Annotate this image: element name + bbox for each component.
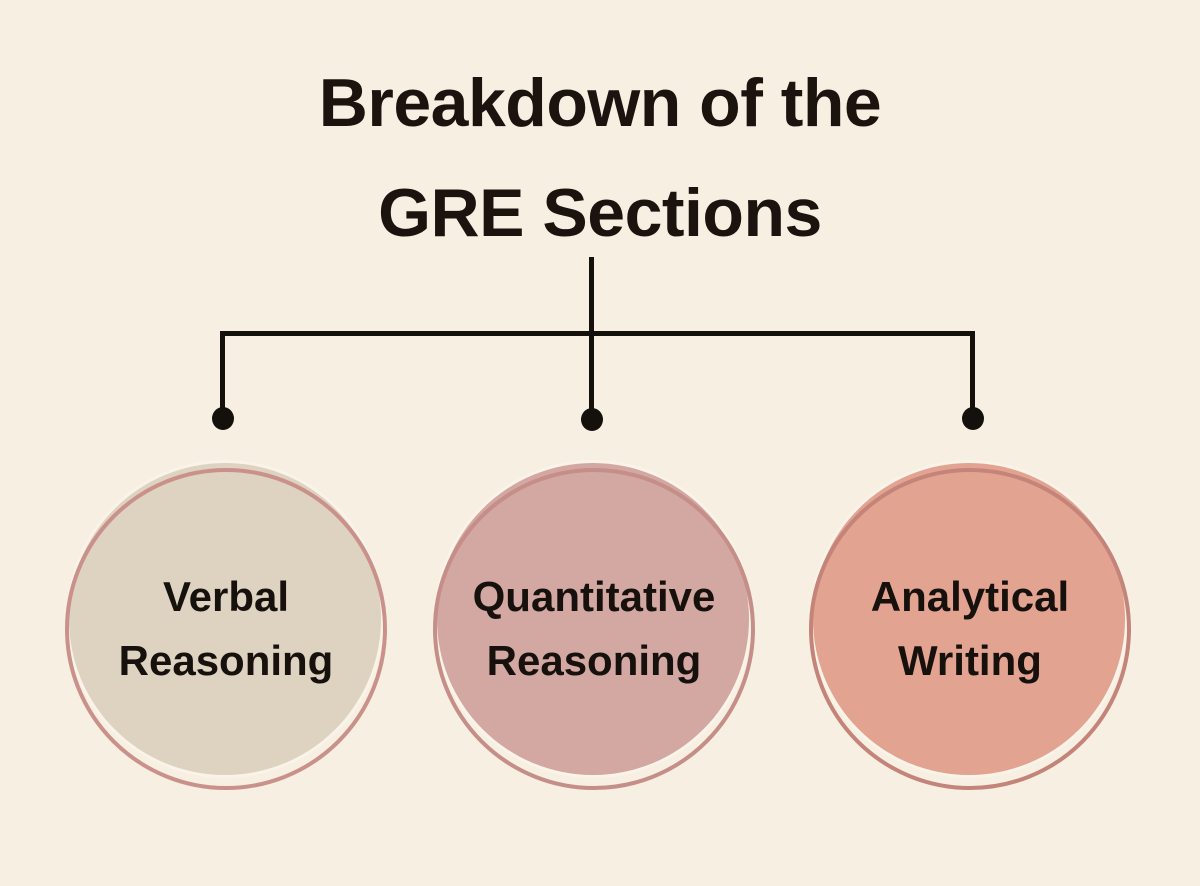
diagram-title-line-1: Breakdown of the <box>318 65 882 141</box>
node-quantitative-reasoning: Quantitative Reasoning <box>433 463 755 790</box>
node-label-verbal-reasoning: Verbal Reasoning <box>118 573 334 684</box>
connector-endpoint-dot-right <box>962 407 984 430</box>
circle-ring <box>65 468 387 790</box>
connector-endpoint-dot-center <box>581 408 603 431</box>
connector-stem <box>589 257 594 419</box>
node-verbal-reasoning: Verbal Reasoning <box>65 463 387 790</box>
diagram-title: Breakdown of the GRE Sections <box>0 48 1200 268</box>
connector-drop-left <box>220 331 225 419</box>
connector-drop-right <box>970 331 975 419</box>
diagram-title-line-2: GRE Sections <box>378 175 822 251</box>
node-label-quantitative-reasoning: Quantitative Reasoning <box>472 573 716 684</box>
node-analytical-writing: Analytical Writing <box>809 463 1131 790</box>
circle-ring <box>433 468 755 790</box>
connector-endpoint-dot-left <box>212 407 234 430</box>
connector-crossbar <box>220 331 975 336</box>
circle-ring <box>809 468 1131 790</box>
node-label-analytical-writing: Analytical Writing <box>870 573 1070 684</box>
